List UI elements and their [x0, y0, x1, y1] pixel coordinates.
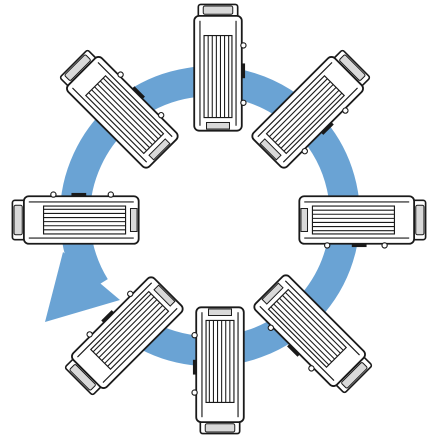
projector-right-icon — [299, 196, 425, 248]
projector-top-icon — [194, 4, 246, 130]
projector-bottom-icon — [192, 307, 244, 433]
projector-left-icon — [12, 192, 138, 244]
